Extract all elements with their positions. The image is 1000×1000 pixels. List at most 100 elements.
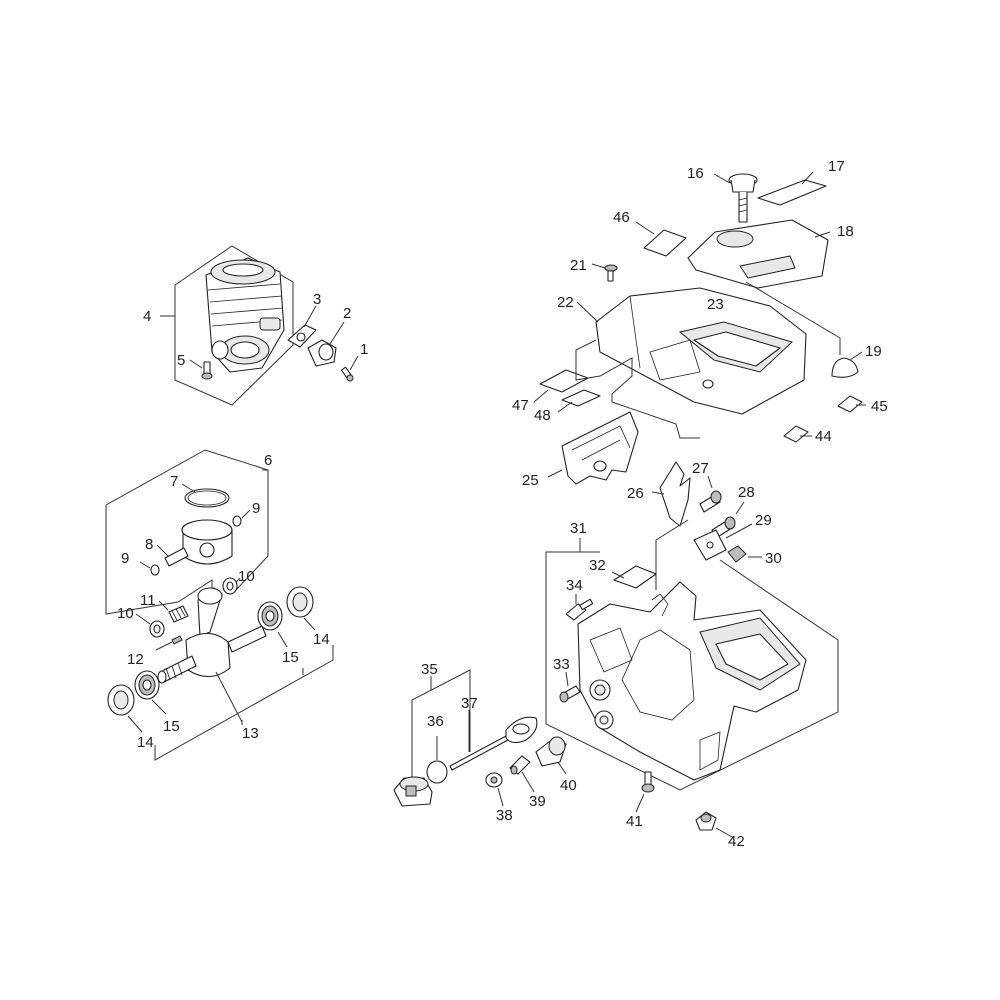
label-47-icon — [539, 369, 589, 393]
callout-8: 8 — [145, 536, 153, 553]
oil-cap-icon — [393, 776, 433, 807]
bolt-icon — [641, 771, 655, 793]
callout-19: 19 — [865, 343, 882, 360]
screw-icon — [559, 685, 581, 703]
callout-33: 33 — [553, 656, 570, 673]
callout-27: 27 — [692, 460, 709, 477]
strainer-hose-icon — [449, 716, 538, 771]
callout-15a: 15 — [282, 649, 299, 666]
callout-16: 16 — [687, 165, 704, 182]
callout-21: 21 — [570, 257, 587, 274]
callout-44: 44 — [815, 428, 832, 445]
callout-42: 42 — [728, 833, 745, 850]
oil-seal-icon — [107, 586, 314, 716]
oil-pump-group — [393, 669, 735, 839]
bolt-icon — [201, 361, 213, 380]
callout-34: 34 — [566, 577, 583, 594]
callout-14a: 14 — [313, 631, 330, 648]
circlip-icon — [150, 515, 242, 576]
callout-25: 25 — [522, 472, 539, 489]
callout-22: 22 — [557, 294, 574, 311]
callout-41: 41 — [626, 813, 643, 830]
cylinder-group — [160, 245, 359, 406]
callout-32: 32 — [589, 557, 606, 574]
callout-23: 23 — [707, 296, 724, 313]
sticker-44-icon — [783, 425, 809, 443]
callout-48: 48 — [534, 407, 551, 424]
o-ring-icon — [426, 760, 448, 784]
piston-ring-icon — [184, 488, 230, 508]
crankshaft-icon — [157, 587, 267, 684]
callout-35: 35 — [421, 661, 438, 678]
sticker-32-icon — [613, 565, 657, 589]
callout-40: 40 — [560, 777, 577, 794]
top-cover-group — [533, 171, 866, 485]
callout-13: 13 — [242, 725, 259, 742]
callout-47: 47 — [512, 397, 529, 414]
washer-icon — [149, 577, 238, 638]
chain-catcher-icon — [659, 461, 691, 527]
piston-icon — [181, 519, 233, 565]
callout-38: 38 — [496, 807, 513, 824]
needle-bearing-icon — [168, 605, 189, 623]
cylinder-group-frame — [174, 245, 294, 406]
nut-icon — [485, 772, 503, 788]
callout-28: 28 — [738, 484, 755, 501]
callout-1: 1 — [360, 341, 368, 358]
key-icon — [171, 635, 183, 645]
callout-15b: 15 — [163, 718, 180, 735]
piston-group — [105, 449, 334, 761]
callout-17: 17 — [828, 158, 845, 175]
callout-29: 29 — [755, 512, 772, 529]
callout-3: 3 — [313, 291, 321, 308]
cylinder-icon — [205, 257, 285, 373]
top-cover-icon — [595, 287, 807, 415]
gasket-icon — [287, 324, 317, 348]
crankcase-icon — [577, 581, 807, 781]
screw-icon — [340, 366, 354, 382]
knob-icon — [728, 173, 758, 223]
callout-4: 4 — [143, 308, 151, 325]
callout-9b: 9 — [121, 550, 129, 567]
callout-6: 6 — [264, 452, 272, 469]
bracket-icon — [693, 529, 727, 561]
nipple-icon — [509, 755, 531, 775]
callout-30: 30 — [765, 550, 782, 567]
callout-26: 26 — [627, 485, 644, 502]
bumper-icon — [727, 545, 747, 563]
callout-7: 7 — [170, 473, 178, 490]
stud-icon — [565, 598, 594, 621]
sticker-46-icon — [643, 229, 687, 257]
callout-5: 5 — [177, 352, 185, 369]
callout-45: 45 — [871, 398, 888, 415]
bearing-icon — [134, 601, 283, 700]
bolt-icon — [699, 490, 722, 513]
callout-11: 11 — [140, 592, 156, 609]
callout-10b: 10 — [117, 605, 134, 622]
bushing-icon — [535, 736, 567, 767]
crankcase-group — [545, 461, 839, 791]
callout-37: 37 — [461, 695, 478, 712]
bolt-icon — [604, 264, 618, 282]
callout-31: 31 — [570, 520, 587, 537]
callout-46: 46 — [613, 209, 630, 226]
label-icon — [757, 179, 827, 206]
callout-18: 18 — [837, 223, 854, 240]
label-48-icon — [561, 389, 601, 407]
crankcase-group-frame — [545, 551, 839, 791]
callout-10a: 10 — [238, 568, 255, 585]
callout-39: 39 — [529, 793, 546, 810]
callout-36: 36 — [427, 713, 444, 730]
sticker-45-icon — [837, 395, 863, 413]
filter-pad-icon — [831, 357, 859, 378]
callout-2: 2 — [343, 305, 351, 322]
callout-12: 12 — [127, 651, 144, 668]
piston-pin-icon — [164, 547, 189, 567]
intake-flange-icon — [307, 339, 337, 367]
callout-14b: 14 — [137, 734, 154, 751]
callout-9a: 9 — [252, 500, 260, 517]
baffle-icon — [561, 411, 639, 485]
air-filter-cover-icon — [687, 219, 829, 289]
piston-group-frame — [105, 449, 269, 615]
